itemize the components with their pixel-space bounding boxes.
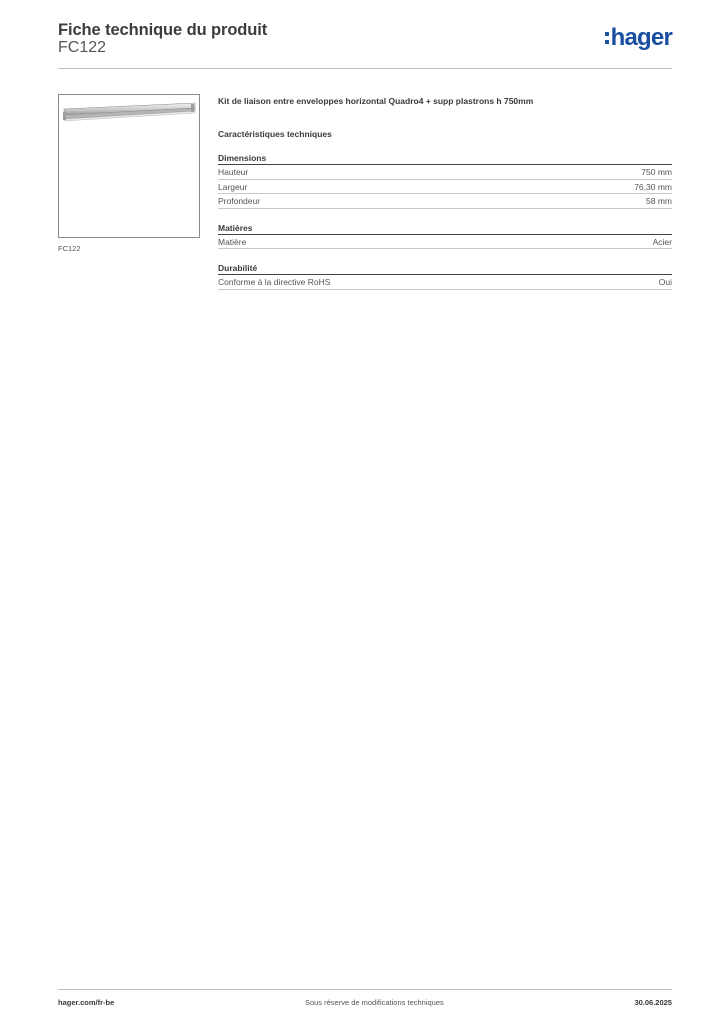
spec-label: Largeur: [218, 181, 248, 192]
group-title: Dimensions: [218, 153, 672, 165]
hager-logo: hager: [604, 24, 673, 51]
spec-label: Matière: [218, 236, 247, 247]
spec-group-durability: Durabilité Conforme à la directive RoHS …: [218, 263, 672, 290]
footer-note: Sous réserve de modifications techniques: [304, 998, 444, 1007]
footer-url[interactable]: hager.com/fr-be: [58, 998, 115, 1007]
spec-row: Conforme à la directive RoHS Oui: [218, 275, 672, 290]
spec-value: Acier: [652, 236, 672, 247]
page-title: Fiche technique du produit: [58, 21, 268, 39]
spec-group-materials: Matières Matière Acier: [218, 223, 672, 249]
logo-text: hager: [610, 24, 673, 51]
product-code: FC122: [58, 39, 107, 56]
footer-date: 30.06.2025: [634, 998, 672, 1007]
group-title: Matières: [218, 223, 672, 235]
spec-row: Matière Acier: [218, 235, 672, 249]
spec-label: Conforme à la directive RoHS: [218, 277, 331, 287]
spec-label: Hauteur: [218, 167, 249, 177]
spec-row: Largeur 76,30 mm: [218, 180, 672, 194]
header-divider: [58, 68, 672, 69]
footer-divider: [58, 989, 672, 990]
spec-row: Hauteur 750 mm: [218, 165, 672, 180]
spec-row: Profondeur 58 mm: [218, 194, 672, 209]
page-footer: hager.com/fr-be Sous réserve de modifica…: [58, 998, 672, 1007]
spec-group-dimensions: Dimensions Hauteur 750 mm Largeur 76,30 …: [218, 153, 672, 209]
spec-value: 58 mm: [646, 196, 672, 206]
product-content: Kit de liaison entre enveloppes horizont…: [218, 96, 672, 290]
spec-value: Oui: [658, 277, 672, 287]
rail-icon: [63, 102, 196, 122]
logo-dots-icon: [604, 32, 609, 44]
spec-value: 76,30 mm: [634, 181, 672, 192]
spec-value: 750 mm: [641, 167, 672, 177]
product-description: Kit de liaison entre enveloppes horizont…: [218, 96, 534, 106]
group-title: Durabilité: [218, 263, 672, 275]
specs-heading: Caractéristiques techniques: [218, 129, 332, 139]
product-image: [58, 94, 200, 238]
spec-label: Profondeur: [218, 196, 261, 206]
image-caption: FC122: [58, 244, 81, 253]
